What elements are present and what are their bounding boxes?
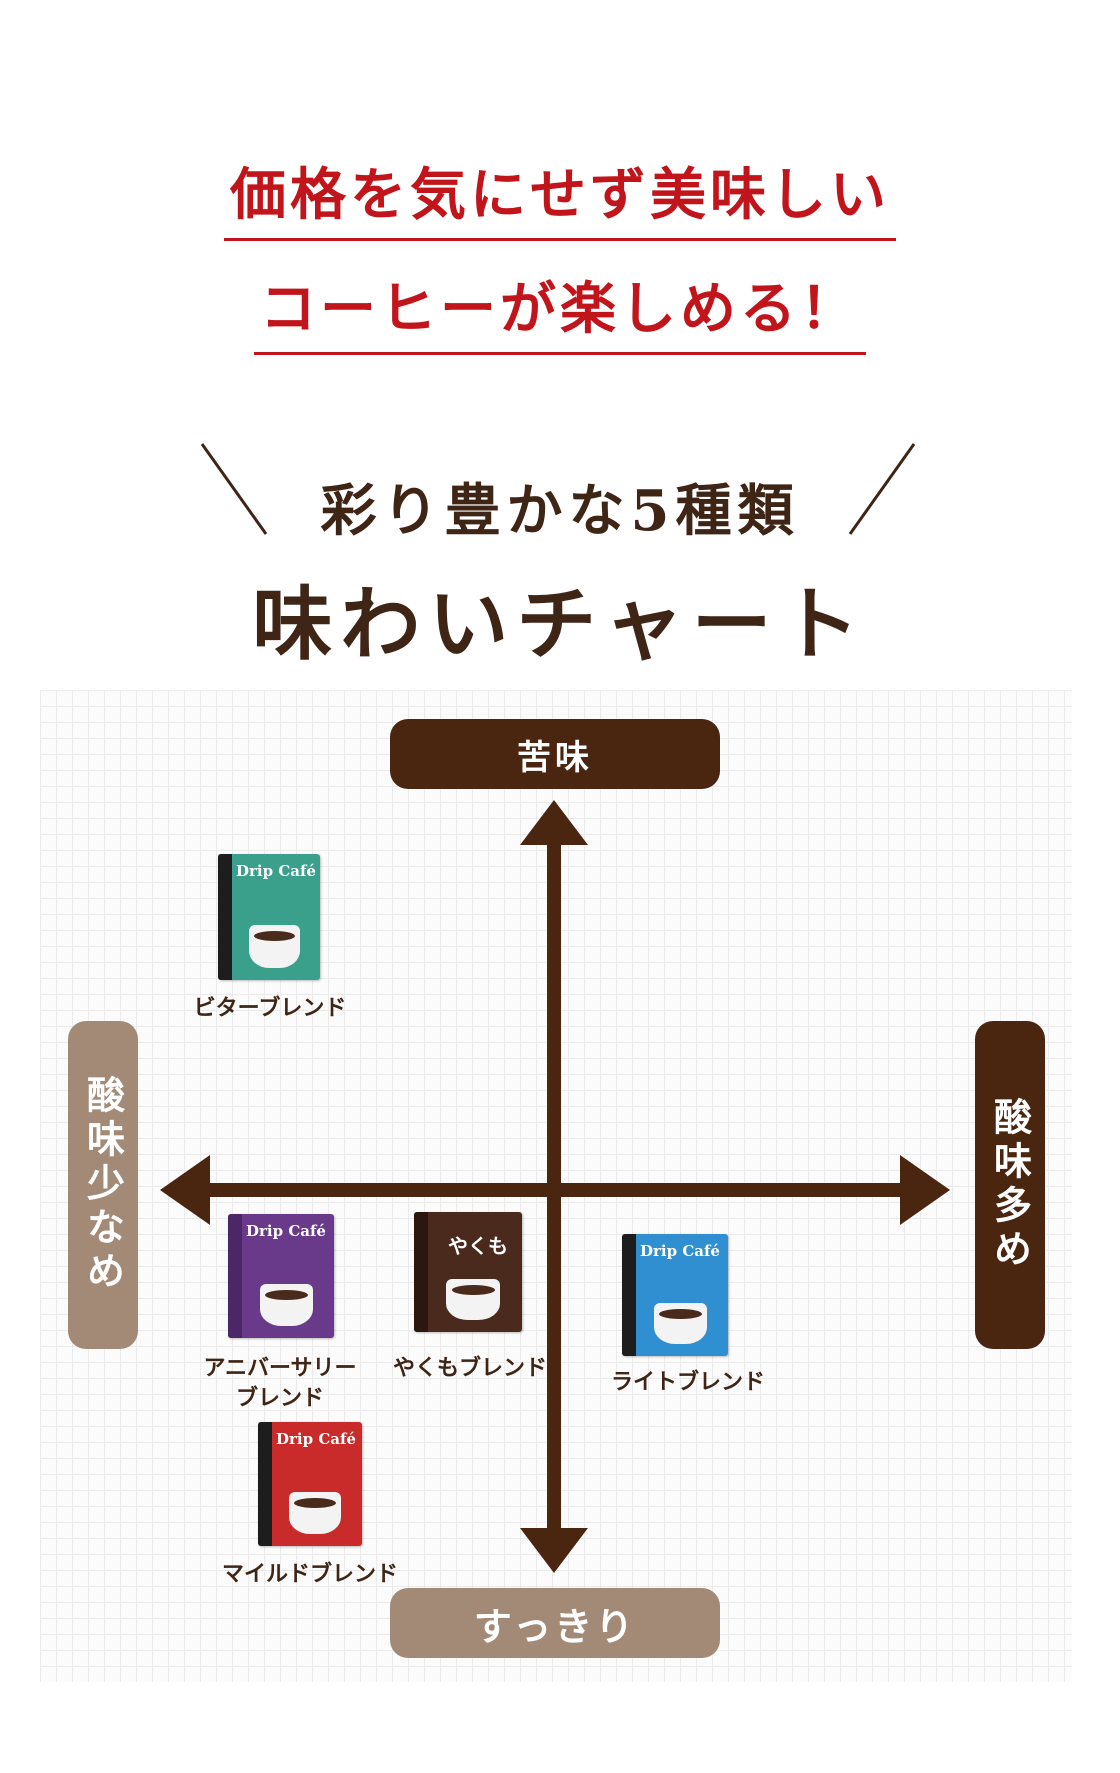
yakumo-blend-package: やくも [414,1212,522,1332]
yakumo-blend-label: やくもブレンド [392,1356,547,1381]
left-slash-decoration [200,443,268,535]
right-slash-decoration [848,443,916,535]
axis-label-clean: すっきり [390,1588,720,1658]
headline-line-1: 価格を気にせず美味しい [0,168,1120,241]
left-arrow-head [160,1155,210,1225]
axis-label-bitter: 苦味 [390,719,720,789]
yakumo-blend-pack-text: やくも [448,1234,508,1258]
bitter-blend-pack-text: Drip Café [236,862,316,880]
up-arrow-head [520,800,588,845]
down-arrow-head [520,1528,588,1573]
headline-line-2: コーヒーが楽しめる！ [0,282,1120,355]
bitter-blend-package: Drip Café [218,854,320,980]
anniversary-blend-label-line-2: ブレンド [235,1386,324,1411]
light-blend-pack-text: Drip Café [640,1242,720,1260]
light-blend-label: ライトブレンド [610,1370,765,1395]
mild-blend-package: Drip Café [258,1422,362,1546]
anniversary-blend-label-line-1: アニバーサリー [203,1356,357,1381]
horizontal-axis-line [200,1183,920,1197]
anniversary-blend-label: アニバーサリーブレンド [190,1354,370,1414]
mild-blend-label: マイルドブレンド [221,1562,398,1587]
subheading-line-2: 味わいチャート [252,577,868,671]
subheading-line-1: 彩り豊かな5種類 [320,478,800,544]
headline-line-2-text: コーヒーが楽しめる！ [254,282,866,355]
headline-line-1-text: 価格を気にせず美味しい [224,168,896,241]
light-blend-package: Drip Café [622,1234,728,1356]
right-arrow-head [900,1155,950,1225]
axis-label-low-acidity: 酸味少なめ [68,1021,138,1349]
anniversary-blend-pack-text: Drip Café [246,1222,326,1240]
mild-blend-pack-text: Drip Café [276,1430,356,1448]
axis-label-high-acidity: 酸味多め [975,1021,1045,1349]
bitter-blend-label: ビターブレンド [193,996,347,1021]
anniversary-blend-package: Drip Café [228,1214,334,1338]
